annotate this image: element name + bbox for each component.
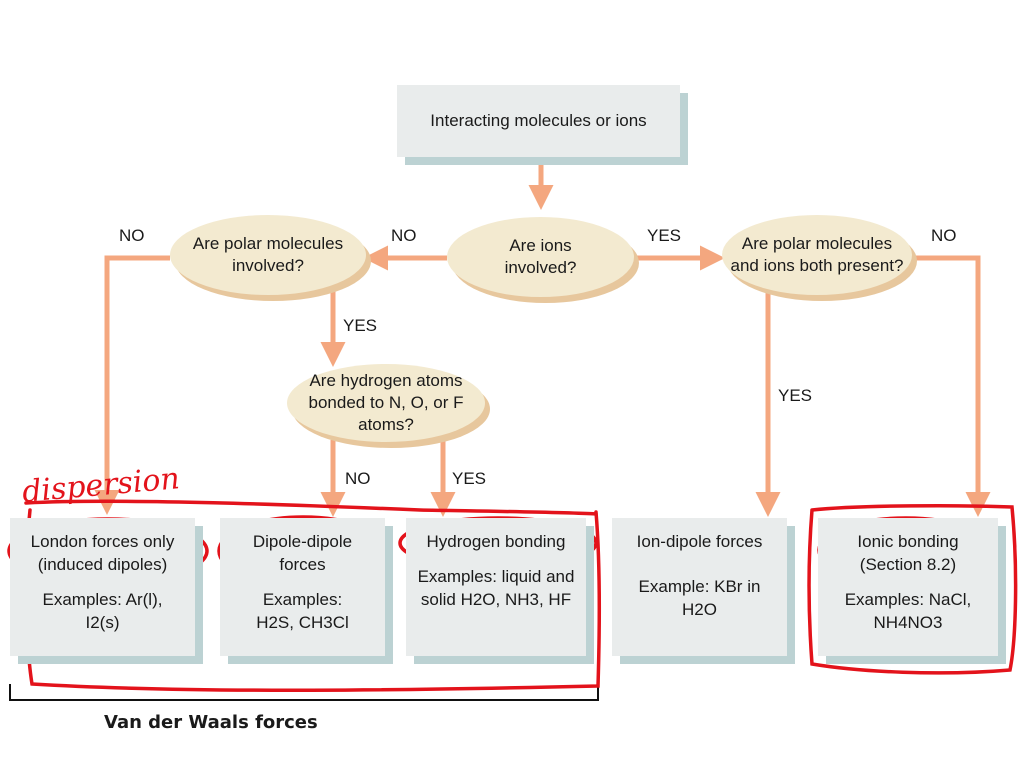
result-london: London forces only (induced dipoles) Exa…: [10, 518, 195, 656]
label-no-right: NO: [931, 226, 957, 245]
van-der-waals-label: Van der Waals forces: [104, 712, 318, 733]
result-dipole: Dipole-dipole forces Examples: H2S, CH3C…: [220, 518, 385, 656]
arrow-polar-no-to-london: [94, 255, 170, 515]
hydrogen-question-oval: Are hydrogen atoms bonded to N, O, or F …: [287, 364, 485, 442]
polar-question-oval: Are polar molecules involved?: [170, 215, 366, 295]
label-no-left: NO: [119, 226, 145, 245]
ionic-enclosure: [807, 504, 1018, 675]
result-ion-dipole-title: Ion-dipole forces: [636, 532, 763, 551]
label-yes-polar: YES: [343, 316, 378, 335]
start-box: Interacting molecules or ions: [397, 85, 680, 157]
result-ion-dipole: Ion-dipole forces Example: KBr in H2O: [612, 518, 787, 656]
result-ionic-example: Examples: NaCl, NH4NO3: [844, 590, 972, 632]
result-ionic: Ionic bonding (Section 8.2) Examples: Na…: [818, 518, 998, 656]
arrow-polar-ions-no-to-ionic: [912, 255, 991, 517]
label-no-center: NO: [391, 226, 417, 245]
result-hbond: Hydrogen bonding Examples: liquid and so…: [406, 518, 586, 656]
polar-and-ions-question-text: Are polar molecules and ions both presen…: [730, 234, 904, 275]
polar-and-ions-question-oval: Are polar molecules and ions both presen…: [722, 215, 912, 295]
dispersion-underline: [24, 499, 598, 516]
polar-question-text: Are polar molecules involved?: [192, 234, 344, 275]
label-yes-ion-dipole: YES: [778, 386, 813, 405]
result-dipole-title: Dipole-dipole forces: [252, 532, 353, 574]
ions-question-oval: Are ions involved?: [447, 217, 634, 297]
label-yes-hydrogen: YES: [452, 469, 487, 488]
start-text: Interacting molecules or ions: [430, 111, 647, 130]
result-hbond-title: Hydrogen bonding: [426, 532, 566, 551]
result-ionic-title: Ionic bonding (Section 8.2): [857, 532, 959, 574]
result-london-title: London forces only (induced dipoles): [30, 532, 175, 574]
label-no-hydrogen: NO: [345, 469, 371, 488]
result-london-example: Examples: Ar(l), I2(s): [42, 590, 163, 632]
label-yes-right: YES: [647, 226, 682, 245]
van-der-waals-bracket: [9, 684, 599, 701]
ions-question-text: Are ions involved?: [504, 236, 577, 277]
hydrogen-question-text: Are hydrogen atoms bonded to N, O, or F …: [308, 371, 464, 434]
result-hbond-example: Examples: liquid and solid H2O, NH3, HF: [417, 567, 575, 609]
result-ion-dipole-example: Example: KBr in H2O: [638, 577, 761, 619]
result-dipole-example: Examples: H2S, CH3Cl: [256, 590, 349, 632]
